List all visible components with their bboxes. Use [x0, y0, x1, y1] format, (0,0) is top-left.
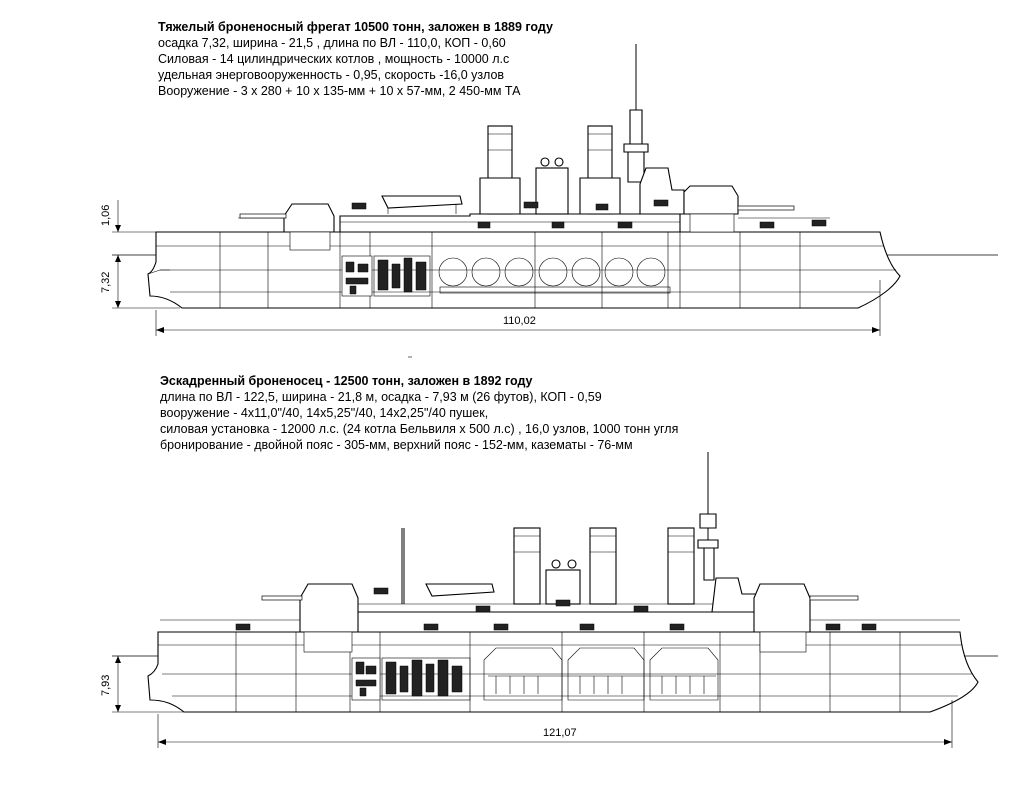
ship2-bridge: [711, 577, 757, 613]
ship1-draft-dim: 7,32: [100, 272, 112, 293]
ship1-boilers: [438, 257, 671, 294]
ship1-dimensions: 1,06 7,32 110,02: [100, 200, 881, 336]
ship2-length-dim: 121,07: [543, 727, 577, 739]
ship2-engine-room: [351, 657, 471, 701]
ship1-funnels: [479, 125, 621, 215]
ship1-fore-turret: [683, 185, 830, 233]
ship2-superstructure: [355, 611, 759, 633]
ship1-spec-line: Силовая - 14 цилиндрических котлов , мощ…: [158, 52, 510, 66]
ship2-title: Эскадренный броненосец - 12500 тонн, зал…: [160, 374, 533, 388]
ship2-boat: [425, 583, 495, 597]
ship2-hull: [147, 631, 979, 713]
ship1-length-dim: 110,02: [503, 315, 536, 327]
ship1-spec-line: Вооружение - 3 х 280 + 10 х 135-мм + 10 …: [158, 84, 521, 98]
ship1-drawing: 1,06 7,32 110,02: [100, 44, 998, 336]
ship2-aft-turret: [261, 583, 359, 653]
ship1-foremast: [623, 44, 649, 183]
ship2-spec-line: длина по ВЛ - 122,5, ширина - 21,8 м, ос…: [160, 390, 602, 404]
ship1-spec-line: осадка 7,32, ширина - 21,5 , длина по ВЛ…: [158, 36, 506, 50]
ship2-spec-line: вооружение - 4х11,0"/40, 14х5,25"/40, 14…: [160, 406, 489, 420]
ship1-bridge: [639, 167, 685, 215]
ship2-fore-turret: [753, 583, 859, 653]
ship2-spec-line: бронирование - двойной пояс - 305-мм, ве…: [160, 438, 633, 452]
ship2-boilers: [483, 647, 719, 701]
ship1-aft-turret: [239, 203, 335, 251]
ship2-spec-line: силовая установка - 12000 л.с. (24 котла…: [160, 422, 679, 436]
ship2-foremast: [697, 452, 719, 581]
ship1-spec-line: удельная энерговооруженность - 0,95, ско…: [158, 68, 505, 82]
ship2-draft-dim: 7,93: [100, 675, 112, 696]
ship1-secondary-guns: [351, 199, 827, 229]
ship1-title: Тяжелый броненосный фрегат 10500 тонн, з…: [158, 20, 553, 34]
ship2-mainmast: [401, 528, 405, 604]
ship1-engine-room: [341, 255, 431, 297]
ship2-caption: Эскадренный броненосец - 12500 тонн, зал…: [160, 373, 678, 453]
ship1-frames: [219, 232, 801, 308]
ship1-freeboard-dim: 1,06: [100, 205, 112, 226]
ship2-dimensions: 7,93 121,07: [100, 656, 953, 748]
ship1-caption: Тяжелый броненосный фрегат 10500 тонн, з…: [158, 19, 553, 99]
ship2-secondary-guns: [235, 587, 877, 631]
ship2-drawing: 7,93 121,07: [100, 452, 998, 748]
ship1-boat: [381, 195, 463, 209]
ship2-funnels: [513, 527, 695, 605]
